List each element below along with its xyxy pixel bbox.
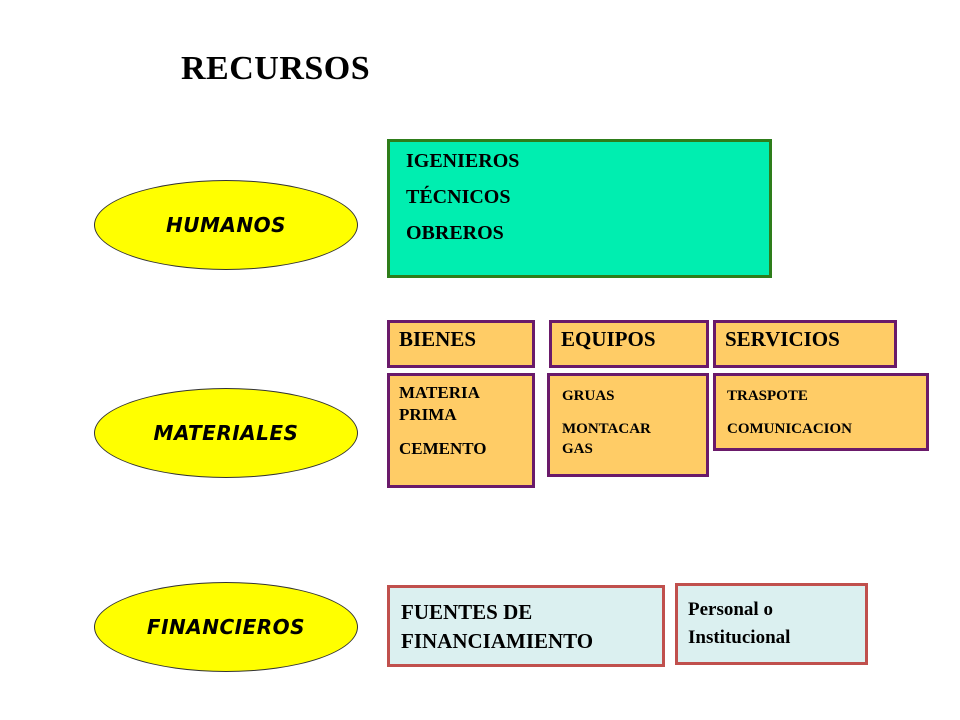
servicios-box: TRASPOTE COMUNICACION bbox=[713, 373, 929, 451]
header-servicios: SERVICIOS bbox=[713, 320, 897, 368]
bienes-item-cemento: CEMENTO bbox=[399, 439, 487, 458]
fuentes-financiamiento-box: FUENTES DE FINANCIAMIENTO bbox=[387, 585, 665, 667]
header-equipos: EQUIPOS bbox=[549, 320, 709, 368]
humanos-item-tecnicos: TÉCNICOS bbox=[406, 186, 511, 208]
page-title: RECURSOS bbox=[181, 50, 371, 87]
category-materiales: MATERIALES bbox=[94, 388, 358, 478]
servicios-item-transporte: TRASPOTE bbox=[727, 388, 808, 404]
category-financieros: FINANCIEROS bbox=[94, 582, 358, 672]
equipos-item-montacargas: MONTACAR GAS bbox=[562, 421, 651, 457]
servicios-item-comunicacion: COMUNICACION bbox=[727, 421, 852, 437]
equipos-box: GRUAS MONTACAR GAS bbox=[547, 373, 709, 477]
humanos-list-box: IGENIEROS TÉCNICOS OBREROS bbox=[387, 139, 772, 278]
equipos-item-gruas: GRUAS bbox=[562, 388, 615, 404]
tipo-financiamiento-box: Personal o Institucional bbox=[675, 583, 868, 665]
humanos-item-ingenieros: IGENIEROS bbox=[406, 150, 520, 172]
header-bienes: BIENES bbox=[387, 320, 535, 368]
category-humanos: HUMANOS bbox=[94, 180, 358, 270]
bienes-box: MATERIA PRIMA CEMENTO bbox=[387, 373, 535, 488]
bienes-item-materia-prima: MATERIA PRIMA bbox=[399, 383, 479, 424]
humanos-item-obreros: OBREROS bbox=[406, 222, 504, 244]
